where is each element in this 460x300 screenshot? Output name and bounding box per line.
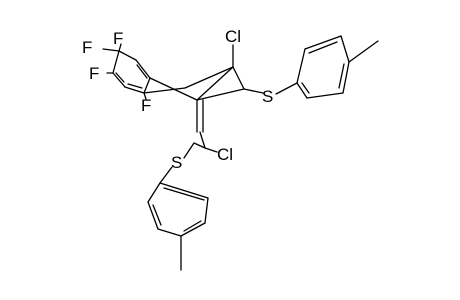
bond	[159, 166, 173, 184]
bond-inner	[338, 63, 345, 89]
bond	[196, 88, 245, 101]
bond	[204, 147, 218, 153]
atom-label-chlorine: Cl	[217, 145, 233, 164]
fluorinated-benzene-ring	[112, 50, 151, 94]
bond	[340, 35, 350, 63]
atom-label-fluorine: F	[89, 64, 99, 83]
atom-label-fluorine: F	[82, 38, 92, 57]
atom-label-fluorine: F	[141, 96, 151, 115]
bond	[296, 48, 306, 84]
bond	[232, 66, 245, 90]
bond	[183, 142, 195, 159]
bond	[124, 86, 145, 94]
bond-inner	[183, 220, 202, 232]
bond	[342, 61, 350, 94]
atom-label-sulfur: S	[171, 153, 182, 172]
bond	[199, 131, 206, 149]
bond-inner	[152, 204, 162, 226]
bond	[296, 82, 308, 99]
lower-tolyl-ring	[147, 182, 209, 271]
carbon-fluorine-bonds	[102, 43, 147, 100]
bond	[304, 35, 342, 50]
bond	[112, 72, 126, 88]
bond	[112, 50, 120, 74]
bond	[159, 182, 209, 199]
bond-inner	[308, 41, 338, 54]
bond	[147, 201, 159, 230]
bond	[184, 66, 234, 89]
sulfur-aryl-bonds	[159, 82, 298, 184]
bond	[306, 92, 344, 99]
methyl-bond	[348, 40, 379, 63]
bond-inner	[127, 83, 143, 89]
bond-inner	[163, 187, 205, 201]
bond	[143, 92, 147, 100]
bond	[147, 182, 161, 203]
bond	[118, 50, 137, 61]
bond	[275, 82, 298, 95]
right-tolyl-ring	[296, 35, 379, 99]
bond	[204, 197, 209, 224]
bond	[143, 87, 186, 94]
bond	[196, 66, 234, 101]
bond-inner	[301, 82, 310, 94]
bond-inner	[115, 72, 125, 83]
atom-label-fluorine: F	[113, 29, 123, 48]
atom-label-chlorine: Cl	[225, 27, 241, 46]
substituent-bonds	[183, 44, 264, 159]
bond	[243, 88, 264, 94]
bond	[180, 222, 206, 237]
bond	[118, 43, 122, 52]
bond-inner	[136, 64, 148, 79]
atom-label-sulfur: S	[262, 87, 273, 106]
bond	[102, 48, 120, 52]
bond	[143, 77, 151, 94]
bond	[193, 142, 206, 149]
bicyclic-core	[143, 66, 245, 149]
bond	[157, 228, 182, 237]
bond	[135, 59, 151, 79]
